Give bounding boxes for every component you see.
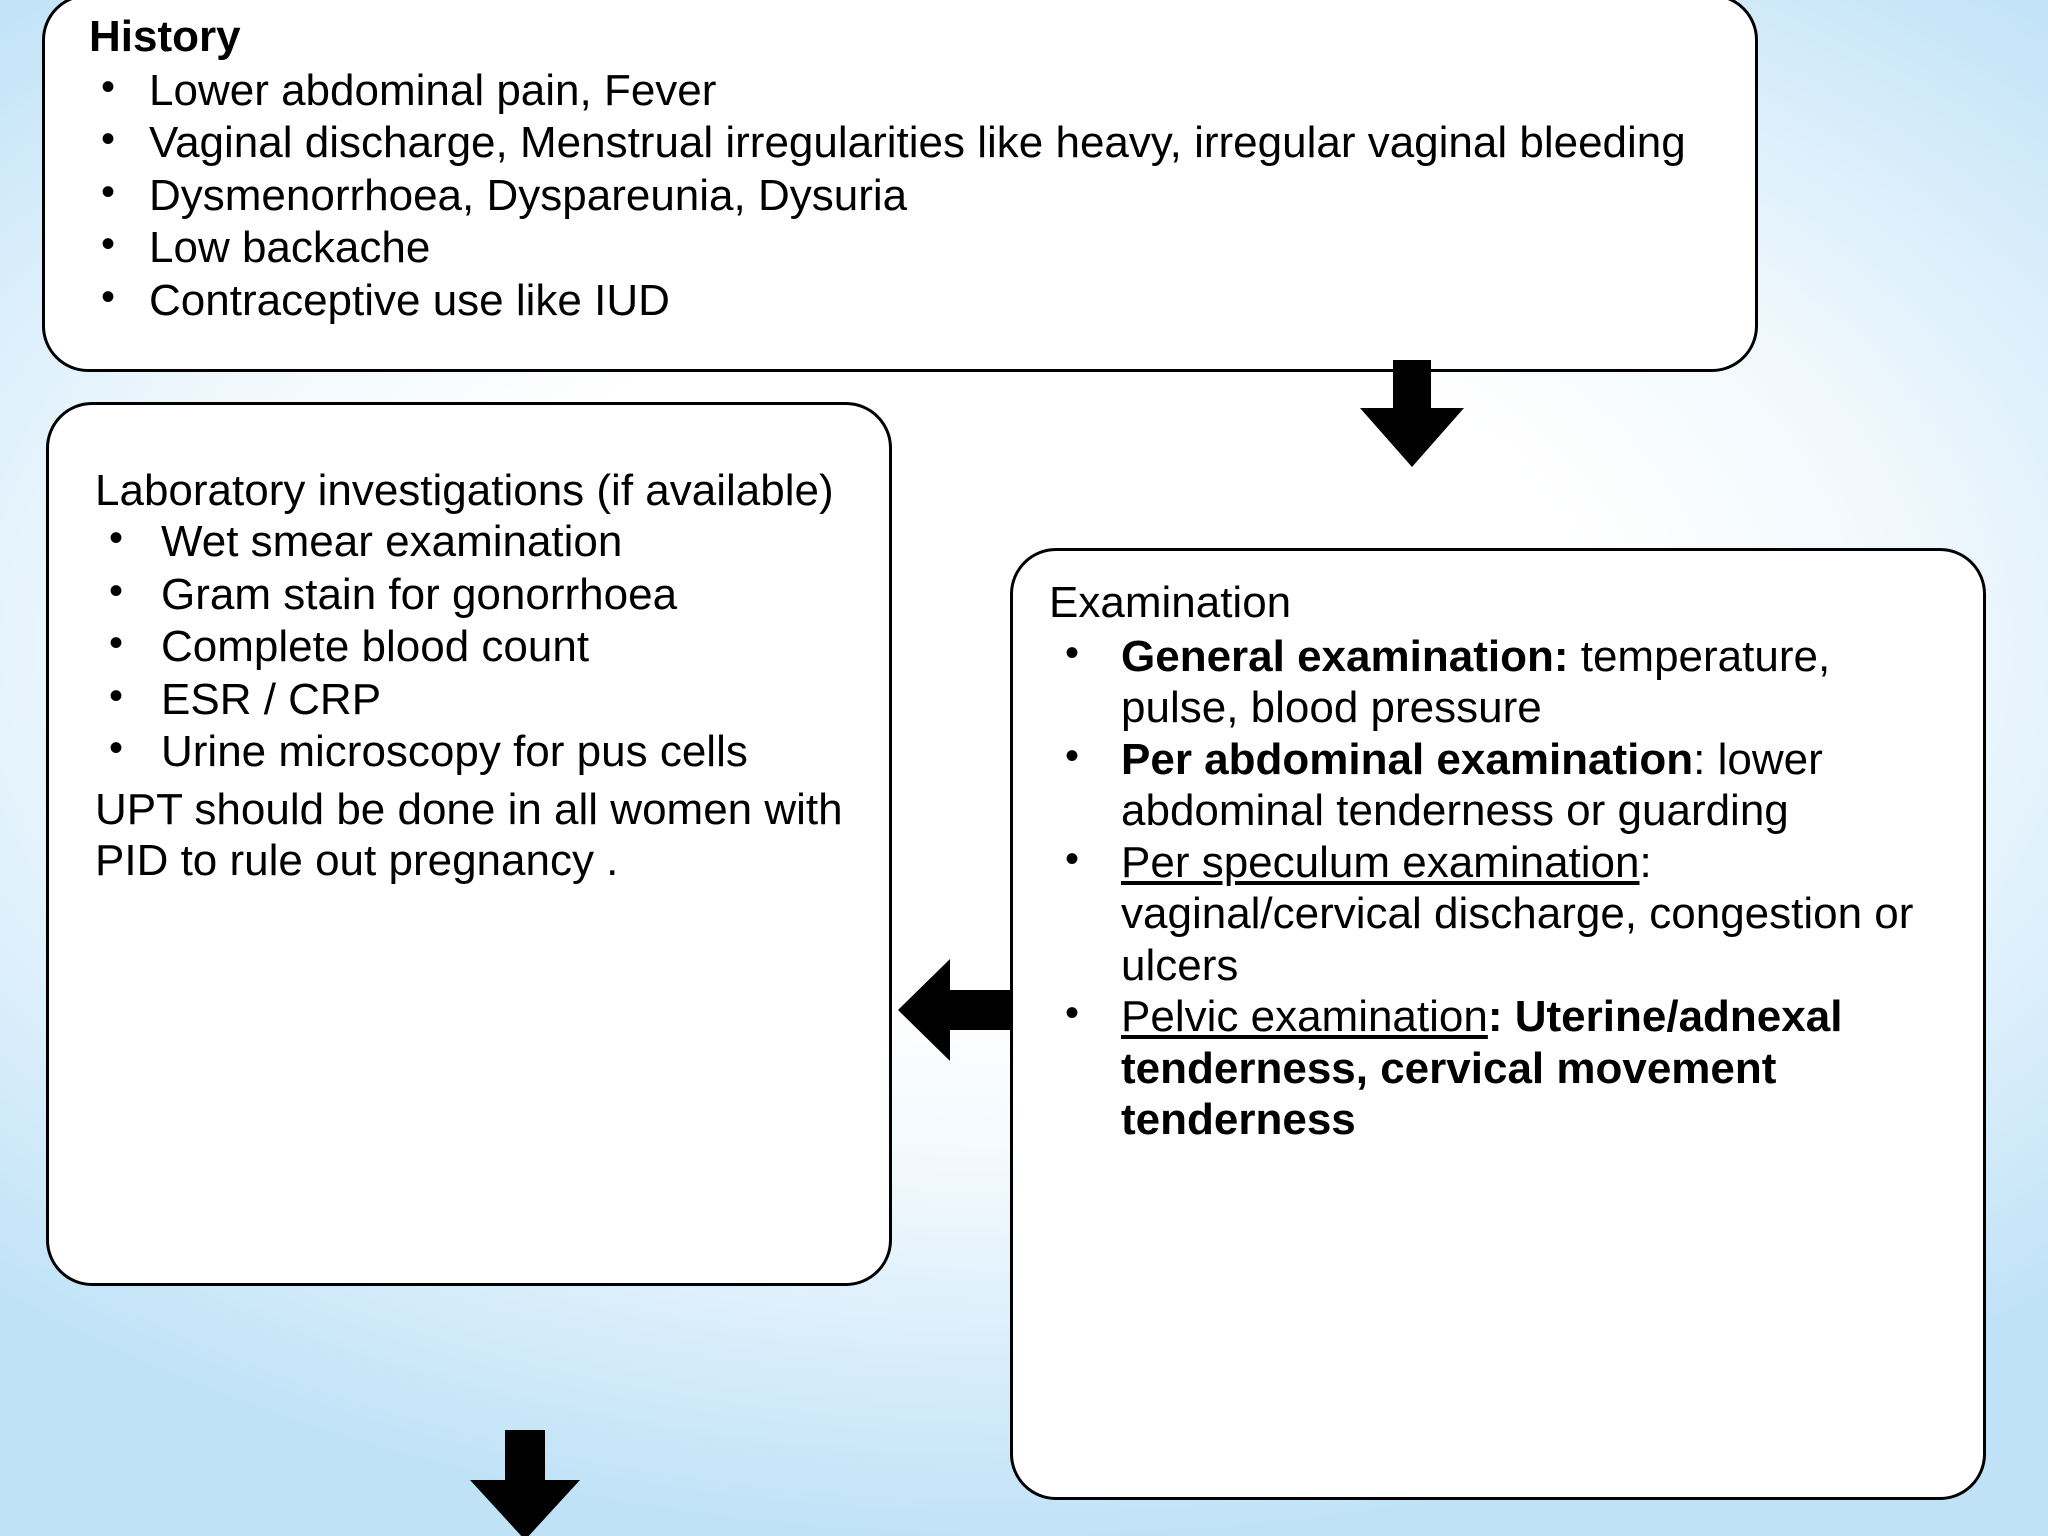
list-item: Low backache	[89, 220, 1725, 273]
list-item: Urine microscopy for pus cells	[95, 724, 855, 777]
list-item: Per abdominal examination: lower abdomin…	[1049, 732, 1957, 837]
bullet-detail: temperature, pulse, blood pressure	[1121, 631, 1831, 733]
examination-bullet-list: General examination: temperature, pulse,…	[1049, 629, 1957, 1146]
examination-title: Examination	[1049, 578, 1292, 627]
history-box: History Lower abdominal pain, Fever Vagi…	[42, 0, 1758, 372]
list-item: Vaginal discharge, Menstrual irregularit…	[89, 115, 1725, 168]
laboratory-title: Laboratory investigations (if available)	[95, 466, 834, 515]
list-item: Dysmenorrhoea, Dyspareunia, Dysuria	[89, 168, 1725, 221]
bullet-label: Per abdominal examination	[1121, 734, 1694, 784]
arrow-down-icon	[1352, 360, 1472, 470]
list-item: Pelvic examination: Uterine/adnexal tend…	[1049, 989, 1957, 1145]
history-title: History	[89, 12, 241, 61]
arrow-down-icon	[462, 1430, 588, 1536]
bullet-label: Pelvic examination	[1121, 992, 1488, 1042]
arrow-left-icon	[896, 956, 1012, 1064]
list-item: Contraceptive use like IUD	[89, 273, 1725, 326]
bullet-detail: Uterine/adnexal tenderness, cervical mov…	[1121, 992, 1843, 1145]
laboratory-bullet-list: Wet smear examination Gram stain for gon…	[95, 514, 855, 777]
bullet-detail: vaginal/cervical discharge, congestion o…	[1121, 889, 1914, 990]
list-item: Complete blood count	[95, 619, 855, 672]
bullet-label: General examination:	[1121, 631, 1569, 681]
bullet-label-suffix: :	[1487, 992, 1503, 1042]
bullet-label-suffix: :	[1693, 734, 1706, 784]
laboratory-note: UPT should be done in all women with PID…	[95, 784, 843, 886]
list-item: Per speculum examination: vaginal/cervic…	[1049, 835, 1957, 991]
bullet-label: Per speculum examination	[1121, 837, 1640, 887]
list-item: Gram stain for gonorrhoea	[95, 567, 855, 620]
list-item: ESR / CRP	[95, 672, 855, 725]
history-bullet-list: Lower abdominal pain, Fever Vaginal disc…	[89, 63, 1725, 326]
bullet-label-suffix: :	[1639, 837, 1652, 887]
examination-box: Examination General examination: tempera…	[1010, 548, 1986, 1500]
bullet-detail: lower abdominal tenderness or guarding	[1121, 734, 1823, 836]
list-item: Wet smear examination	[95, 514, 855, 567]
list-item: Lower abdominal pain, Fever	[89, 63, 1725, 116]
laboratory-box: Laboratory investigations (if available)…	[46, 402, 892, 1286]
list-item: General examination: temperature, pulse,…	[1049, 629, 1957, 734]
